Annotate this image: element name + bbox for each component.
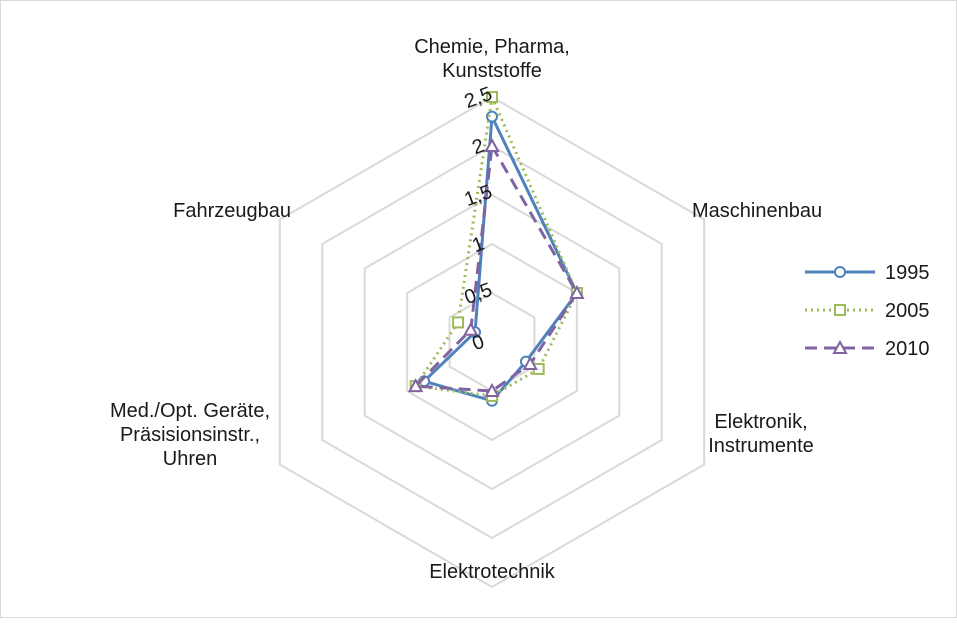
category-label-1: Maschinenbau [692, 200, 822, 222]
grid-ring-4 [321, 144, 663, 540]
point-2010-0 [484, 137, 500, 152]
category-label-3: Elektrotechnik [429, 561, 556, 583]
category-label-4: Med./Opt. Geräte,Präsisionsinstr.,Uhren [110, 400, 270, 470]
point-2010-4 [407, 378, 424, 393]
series-2010 [407, 137, 585, 397]
legend: 1995 2005 2010 [805, 262, 930, 360]
grid-ring-3 [363, 193, 621, 491]
legend-item-1995: 1995 [805, 262, 930, 284]
point-2005-0 [486, 91, 498, 103]
legend-item-2010: 2010 [805, 338, 930, 360]
point-2010-5 [463, 321, 479, 336]
point-2005-5 [452, 316, 465, 329]
legend-marker-1995 [834, 266, 846, 278]
legend-label-1995: 1995 [885, 262, 930, 284]
legend-item-2005: 2005 [805, 300, 930, 322]
grid-ring-5 [278, 95, 706, 589]
point-2010-1 [569, 284, 585, 299]
category-label-2: Elektronik,Instrumente [708, 411, 814, 457]
point-2010-2 [522, 355, 538, 371]
legend-label-2005: 2005 [885, 300, 930, 322]
category-labels: Chemie, Pharma,KunststoffeMaschinenbauEl… [110, 36, 822, 583]
legend-marker-2005 [834, 304, 846, 316]
point-2010-3 [484, 382, 500, 397]
legend-marker-2010 [832, 339, 848, 354]
point-1995-0 [486, 110, 498, 123]
series-layer [407, 91, 585, 407]
legend-label-2010: 2010 [885, 338, 930, 360]
category-label-0: Chemie, Pharma,Kunststoffe [414, 36, 570, 82]
category-label-5: Fahrzeugbau [173, 200, 291, 222]
